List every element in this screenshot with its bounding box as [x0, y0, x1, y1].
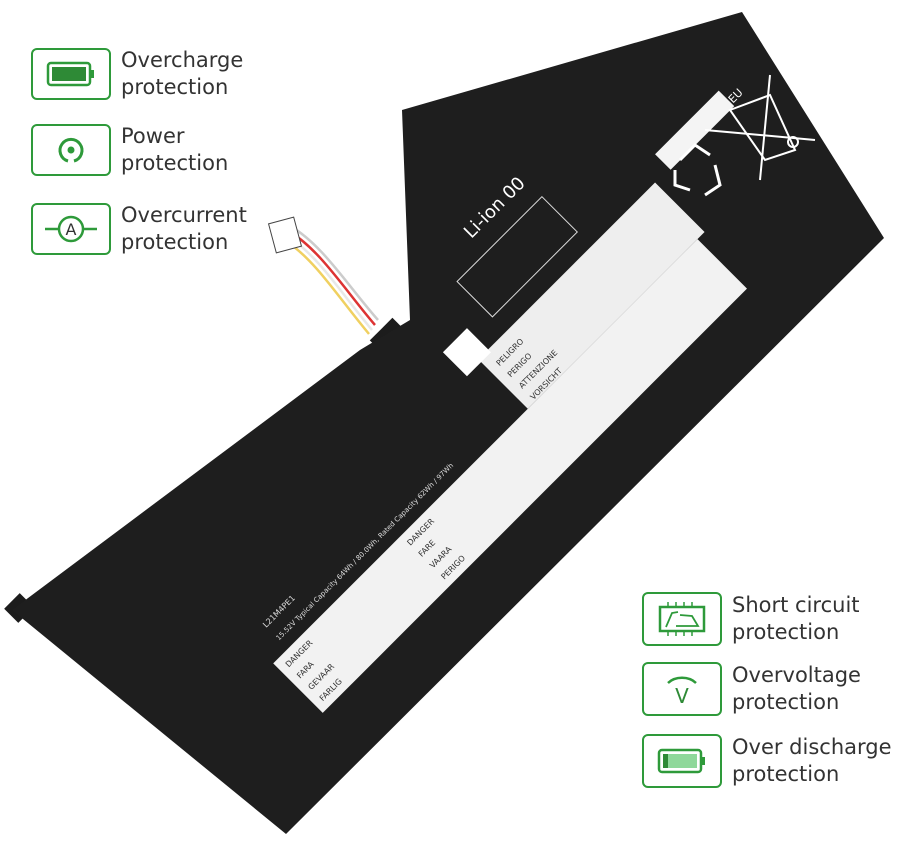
circuit-board-icon [642, 592, 722, 646]
svg-text:A: A [66, 220, 77, 239]
feature-label-line2: protection [732, 620, 840, 644]
battery-low-icon [642, 734, 722, 788]
svg-text:V: V [675, 684, 689, 707]
weee-bin-icon [704, 74, 816, 181]
power-icon [31, 124, 111, 176]
feature-label-line1: Power [121, 124, 185, 148]
battery-full-icon [31, 48, 111, 100]
feature-label-line2: protection [121, 230, 229, 254]
recycle-icon [673, 143, 722, 197]
feature-label-line1: Overvoltage [732, 663, 861, 687]
qr-sticker [442, 328, 492, 377]
feature-label-line1: Over discharge [732, 735, 892, 759]
feature-label-line2: protection [732, 762, 840, 786]
barcode-label [655, 90, 735, 170]
feature-overvoltage: V Overvoltage protection [642, 662, 861, 716]
feature-label-line1: Overcurrent [121, 203, 247, 227]
feature-overcurrent: A Overcurrent protection [31, 202, 247, 256]
voltmeter-icon: V [642, 662, 722, 716]
warning-label [273, 239, 747, 713]
ammeter-icon: A [31, 203, 111, 255]
feature-over-discharge: Over discharge protection [642, 734, 892, 788]
feature-label-line2: protection [121, 151, 229, 175]
cert-box [456, 195, 578, 318]
feature-power: Power protection [31, 123, 228, 177]
warning-label-2 [478, 182, 705, 409]
feature-label-line2: protection [732, 690, 840, 714]
feature-label-line2: protection [121, 75, 229, 99]
feature-short-circuit: Short circuit protection [642, 592, 860, 646]
battery-connector [267, 216, 379, 335]
feature-overcharge: Overcharge protection [31, 47, 243, 101]
feature-label-line1: Short circuit [732, 593, 860, 617]
feature-label-line1: Overcharge [121, 48, 244, 72]
